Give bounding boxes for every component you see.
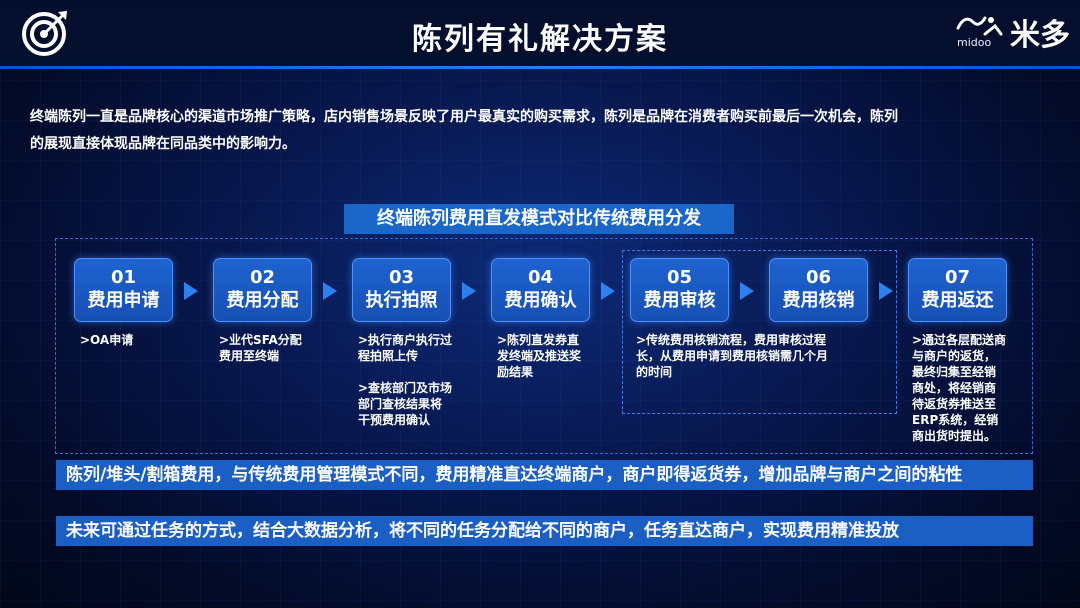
desc-line: >OA申请 <box>80 333 134 347</box>
desc-line: >查核部门及市场 <box>358 381 453 395</box>
desc-line: 发终端及推送奖 <box>497 349 582 363</box>
desc-spacer <box>358 364 452 380</box>
desc-line: 商处，将经销商 <box>912 381 997 395</box>
step-number: 07 <box>944 267 971 288</box>
step-label: 费用申请 <box>87 290 160 311</box>
desc-line: 最终归集至经销 <box>912 365 997 379</box>
page-title: 陈列有礼解决方案 <box>412 22 668 57</box>
desc-line: 商出货时提出。 <box>912 429 997 443</box>
desc-line: >陈列直发券直 <box>497 333 580 347</box>
step-label: 费用核销 <box>782 290 855 311</box>
step-02-description: >业代SFA分配 费用至终端 <box>219 332 302 364</box>
step-label: 执行拍照 <box>365 290 438 311</box>
step-number: 06 <box>805 267 832 288</box>
process-frame <box>55 238 1033 454</box>
step-03-description: >执行商户执行过 程拍照上传 >查核部门及市场 部门查核结果将 干预费用确认 <box>358 332 452 428</box>
desc-line: >传统费用核销流程，费用审核过程 <box>636 333 827 347</box>
step-06: 06 费用核销 <box>769 258 868 322</box>
desc-line: 励结果 <box>497 365 534 379</box>
step-label: 费用审核 <box>643 290 716 311</box>
arrow-right-icon <box>323 282 337 300</box>
arrow-right-icon <box>462 282 476 300</box>
desc-line: 待返货券推送至 <box>912 397 997 411</box>
desc-line: ERP系统，经销 <box>912 413 999 427</box>
brand-name-en: midoo <box>957 36 992 49</box>
brand-name-cn: 米多 <box>1010 18 1070 53</box>
step-label: 费用分配 <box>226 290 299 311</box>
summary-bar-2: 未来可通过任务的方式，结合大数据分析，将不同的任务分配给不同的商户，任务直达商户… <box>56 516 1033 546</box>
header-divider <box>0 66 1080 69</box>
desc-line: 的时间 <box>636 365 673 379</box>
intro-line-1: 终端陈列一直是品牌核心的渠道市场推广策略，店内销售场景反映了用户最真实的购买需求… <box>30 109 898 125</box>
arrow-right-icon <box>740 282 754 300</box>
step-number: 05 <box>666 267 693 288</box>
desc-line: 程拍照上传 <box>358 349 419 363</box>
desc-line: 部门查核结果将 <box>358 397 443 411</box>
step-05: 05 费用审核 <box>630 258 729 322</box>
arrow-right-icon <box>879 282 893 300</box>
step-05-description: >传统费用核销流程，费用审核过程 长，从费用申请到费用核销需几个月 的时间 <box>636 332 828 380</box>
step-07-description: >通过各层配送商 与商户的返货， 最终归集至经销 商处，将经销商 待返货券推送至… <box>912 332 1006 444</box>
desc-line: 长，从费用申请到费用核销需几个月 <box>636 349 829 363</box>
step-label: 费用返还 <box>921 290 994 311</box>
arrow-right-icon <box>184 282 198 300</box>
desc-line: >业代SFA分配 <box>219 333 302 347</box>
step-number: 02 <box>249 267 276 288</box>
step-number: 04 <box>527 267 554 288</box>
desc-line: 费用至终端 <box>219 349 280 363</box>
section-title: 终端陈列费用直发模式对比传统费用分发 <box>344 204 734 234</box>
desc-line: >执行商户执行过 <box>358 333 453 347</box>
step-number: 01 <box>110 267 137 288</box>
step-02: 02 费用分配 <box>213 258 312 322</box>
step-label: 费用确认 <box>504 290 577 311</box>
summary-bar-1: 陈列/堆头/割箱费用，与传统费用管理模式不同，费用精准直达终端商户，商户即得返货… <box>56 460 1033 490</box>
desc-line: 与商户的返货， <box>912 349 997 363</box>
desc-line: >通过各层配送商 <box>912 333 1007 347</box>
step-number: 03 <box>388 267 415 288</box>
intro-paragraph: 终端陈列一直是品牌核心的渠道市场推广策略，店内销售场景反映了用户最真实的购买需求… <box>30 104 1040 158</box>
step-04: 04 费用确认 <box>491 258 590 322</box>
midoo-logo-icon <box>956 16 1003 36</box>
header-bar <box>0 0 1080 66</box>
step-04-description: >陈列直发券直 发终端及推送奖 励结果 <box>497 332 581 380</box>
arrow-right-icon <box>601 282 615 300</box>
step-01-description: >OA申请 <box>80 332 133 348</box>
target-logo-icon <box>22 11 67 56</box>
desc-line: 干预费用确认 <box>358 413 431 427</box>
step-03: 03 执行拍照 <box>352 258 451 322</box>
step-01: 01 费用申请 <box>74 258 173 322</box>
traditional-process-frame <box>622 250 897 414</box>
step-07: 07 费用返还 <box>908 258 1007 322</box>
intro-line-2: 的展现直接体现品牌在同品类中的影响力。 <box>30 136 296 152</box>
